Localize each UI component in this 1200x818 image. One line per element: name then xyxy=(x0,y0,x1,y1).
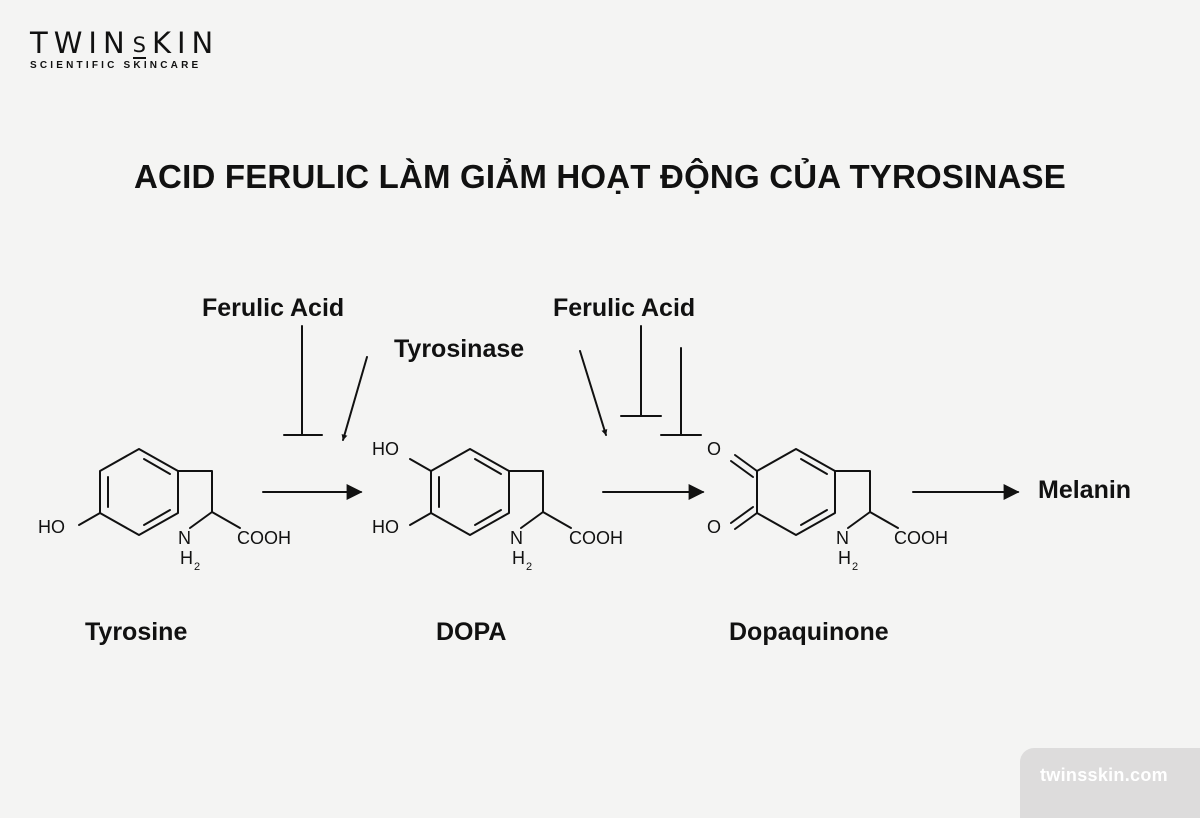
dopa-hydroxyl-label: HO xyxy=(372,517,399,537)
dopa-oh-bond xyxy=(409,512,432,526)
catalysis-arrow xyxy=(341,356,368,441)
tyrosine-amine-label: N xyxy=(178,528,191,548)
molecule-name: DOPA xyxy=(436,618,506,646)
brand-name-left: TWIN xyxy=(30,26,131,60)
dopaquinone-oxygen-label: O xyxy=(707,517,721,537)
tyrosine-double-bond xyxy=(143,509,171,526)
tyrosine-ring xyxy=(99,448,179,536)
dopaquinone-side-chain xyxy=(834,470,871,513)
dopaquinone-carboxyl-bond xyxy=(869,511,899,529)
dopa-hydroxyl-label: HO xyxy=(372,439,399,459)
molecule-name: Dopaquinone xyxy=(729,618,889,646)
dopa-double-bond xyxy=(474,509,502,526)
brand-tagline: SCIENTIFIC SKINCARE xyxy=(30,60,202,71)
dopa-carboxyl-label: COOH xyxy=(569,528,623,548)
dopaquinone-carbonyl xyxy=(730,460,754,478)
tyrosine-amine-subscript: 2 xyxy=(194,561,200,573)
dopaquinone-amine-subscript: 2 xyxy=(852,561,858,573)
page-title: ACID FERULIC LÀM GIẢM HOẠT ĐỘNG CỦA TYRO… xyxy=(134,158,1066,195)
tyrosine-double-bond xyxy=(143,458,171,475)
website-url[interactable]: twinsskin.com xyxy=(1040,765,1168,785)
dopaquinone-structure xyxy=(730,448,899,536)
dopa-amine-subscript: 2 xyxy=(526,561,532,573)
dopaquinone-ring xyxy=(756,448,836,536)
reaction-diagram: HO N H 2 COOH HO HO N H 2 COOH O O N H 2… xyxy=(38,294,1131,646)
tyrosine-oh-bond xyxy=(78,512,101,526)
dopaquinone-carboxyl-label: COOH xyxy=(894,528,948,548)
dopaquinone-carbonyl xyxy=(734,454,758,472)
dopa-amine-h-label: H xyxy=(512,548,525,568)
tyrosine-amine-h-label: H xyxy=(180,548,193,568)
dopaquinone-oxygen-label: O xyxy=(707,439,721,459)
inhibition-bar xyxy=(283,325,323,436)
dopa-structure xyxy=(409,448,572,536)
dopa-double-bond xyxy=(474,458,502,475)
brand-logo: TWIN S KIN SCIENTIFIC SKINCARE xyxy=(30,27,219,71)
catalysis-arrow xyxy=(579,350,608,436)
brand-wordmark: TWIN S KIN xyxy=(30,27,219,59)
inhibition-bar xyxy=(620,325,662,417)
dopa-side-chain xyxy=(508,470,544,513)
brand-name-s: S xyxy=(132,33,147,59)
dopa-amine-bond xyxy=(520,511,544,529)
dopa-amine-label: N xyxy=(510,528,523,548)
tyrosine-side-chain xyxy=(177,470,213,513)
brand-name-right: KIN xyxy=(151,26,220,60)
dopaquinone-carbonyl xyxy=(730,506,754,524)
inhibitor-label: Ferulic Acid xyxy=(553,294,695,322)
dopaquinone-carbonyl xyxy=(734,512,758,530)
product-label: Melanin xyxy=(1038,476,1131,504)
inhibitor-label: Ferulic Acid xyxy=(202,294,344,322)
tyrosine-carboxyl-label: COOH xyxy=(237,528,291,548)
dopaquinone-amine-bond xyxy=(847,511,871,529)
dopa-carboxyl-bond xyxy=(542,511,572,529)
dopaquinone-double-bond xyxy=(800,458,828,475)
molecule-name: Tyrosine xyxy=(85,618,187,646)
tyrosine-structure xyxy=(78,448,241,536)
tyrosine-carboxyl-bond xyxy=(211,511,241,529)
dopaquinone-amine-h-label: H xyxy=(838,548,851,568)
dopaquinone-double-bond xyxy=(800,509,828,526)
dopa-ring xyxy=(430,448,510,536)
dopa-oh-bond xyxy=(409,458,432,472)
tyrosine-hydroxyl-label: HO xyxy=(38,517,65,537)
dopaquinone-amine-label: N xyxy=(836,528,849,548)
tyrosine-amine-bond xyxy=(189,511,213,529)
website-badge[interactable]: twinsskin.com xyxy=(1020,748,1200,818)
inhibition-bar xyxy=(660,347,702,436)
enzyme-label: Tyrosinase xyxy=(394,335,524,363)
